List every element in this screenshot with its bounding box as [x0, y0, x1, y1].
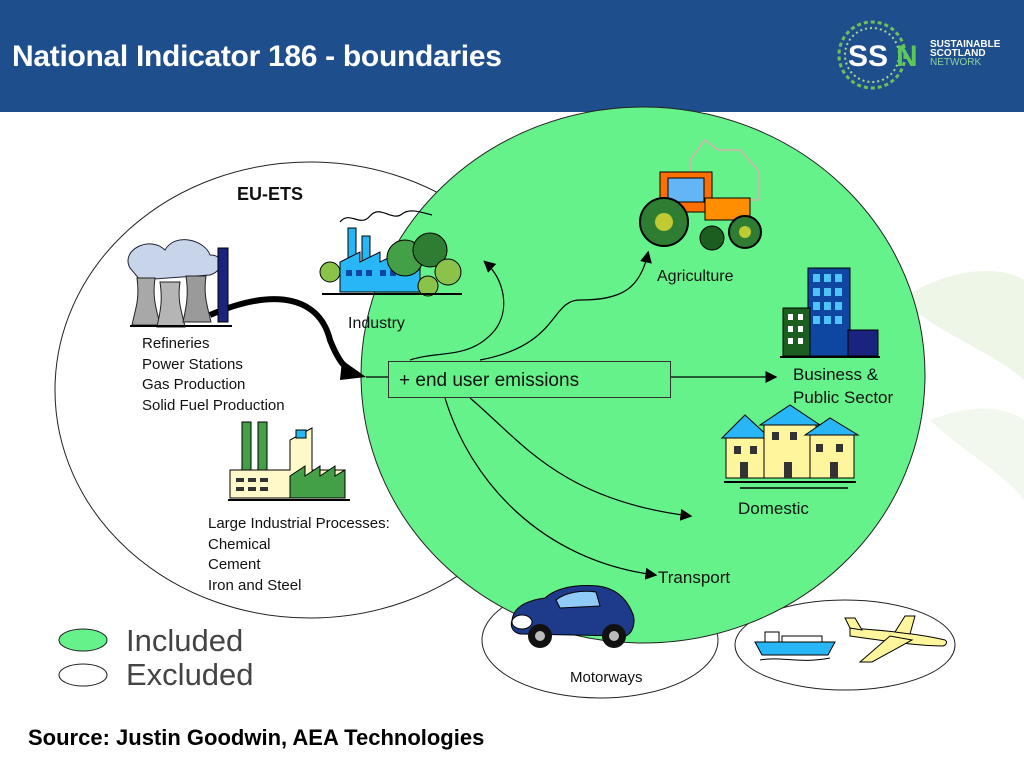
legend-excluded-label: Excluded	[126, 657, 254, 692]
transport-label: Transport	[658, 568, 731, 587]
arrow-to-transport	[444, 397, 658, 580]
energy-source-item: Refineries	[142, 335, 210, 352]
header-bar	[0, 0, 1024, 112]
large-industrial-list: Large Industrial Processes: Chemical Cem…	[208, 514, 390, 596]
energy-arrow-head	[340, 360, 366, 380]
logo-line-2: SCOTLAND	[930, 48, 986, 59]
legend-included-label: Included	[126, 623, 244, 658]
energy-source-item: Power Stations	[142, 355, 243, 373]
legend-excluded-swatch	[58, 663, 108, 687]
power-station-icon	[127, 239, 232, 328]
office-building-icon	[780, 267, 880, 358]
large-industrial-item: Cement	[208, 556, 261, 573]
tractor-icon	[639, 138, 762, 251]
houses-icon	[720, 404, 860, 489]
industry-label: Industry	[348, 315, 405, 332]
business-label-line-1: Business &	[793, 365, 879, 384]
large-industrial-item: Chemical	[208, 535, 271, 553]
end-user-emissions-box: + end user emissions	[388, 361, 671, 398]
car-icon	[510, 585, 635, 648]
airplane-icon	[844, 615, 947, 663]
energy-source-item: Solid Fuel Production	[142, 396, 285, 414]
energy-source-item: Gas Production	[142, 376, 246, 393]
page-title: National Indicator 186 - boundaries	[12, 40, 502, 73]
legend-included-swatch	[58, 628, 108, 652]
logo-line-1: SUSTAINABLE	[930, 39, 1001, 50]
svg-text:N: N	[896, 40, 918, 73]
large-industrial-item: Iron and Steel	[208, 576, 302, 594]
agriculture-label: Agriculture	[657, 268, 734, 285]
eu-ets-label: EU-ETS	[237, 184, 304, 204]
energy-sources-list: Refineries Power Stations Gas Production…	[142, 334, 285, 416]
ship-icon	[754, 631, 836, 661]
ssn-logo: SS N	[837, 20, 918, 90]
arrow-to-domestic	[469, 397, 693, 521]
background-swoosh-2	[930, 408, 1024, 500]
domestic-label: Domestic	[738, 499, 809, 518]
business-public-sector-label: Business & Public Sector	[793, 363, 893, 409]
arrow-to-industry	[409, 260, 505, 361]
end-user-emissions-label: + end user emissions	[399, 370, 580, 391]
motorways-label: Motorways	[570, 669, 643, 686]
large-industrial-item: Large Industrial Processes:	[208, 515, 390, 532]
international-transport-ellipse	[734, 599, 956, 691]
source-citation: Source: Justin Goodwin, AEA Technologies	[28, 725, 485, 750]
arrow-to-agriculture	[479, 250, 652, 361]
industrial-plant-icon	[228, 421, 350, 501]
logo-line-3: NETWORK	[930, 57, 982, 68]
business-label-line-2: Public Sector	[793, 388, 894, 407]
factory-icon	[319, 210, 462, 297]
background-swoosh	[900, 271, 1024, 380]
svg-text:SS: SS	[848, 40, 888, 73]
